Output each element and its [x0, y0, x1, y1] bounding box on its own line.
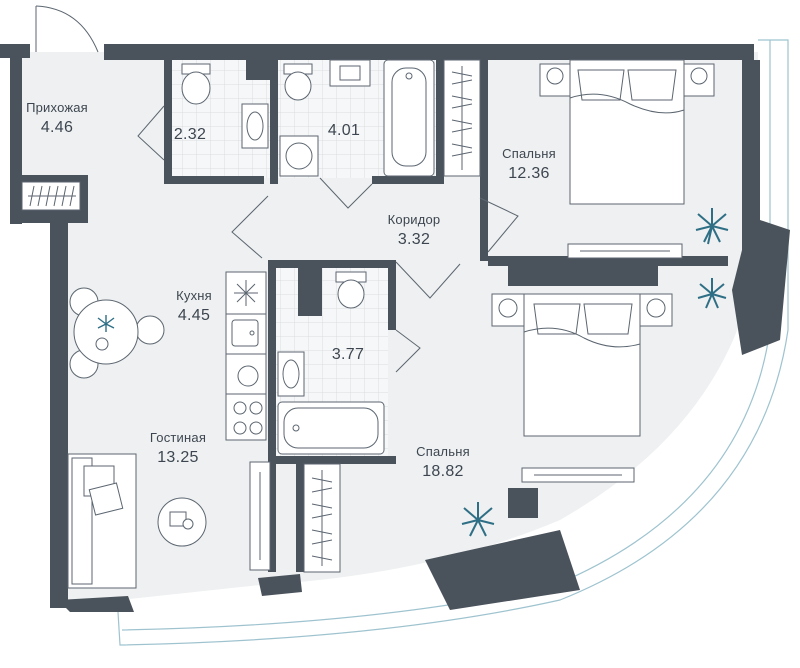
bathroom-2-label: 3.77: [326, 342, 370, 364]
living-wardrobe: [249, 461, 341, 573]
bathroom-1-label: 4.01: [324, 118, 364, 140]
hallway-area: 4.46: [40, 119, 74, 136]
wc-area: 2.32: [173, 126, 207, 143]
bedroom-2-bed: [491, 293, 673, 483]
bathroom-2-area: 3.77: [331, 346, 365, 363]
wc-label: 2.32: [170, 122, 210, 144]
entrance-door: [35, 5, 99, 53]
bedroom-2-label: Спальня 18.82: [406, 444, 480, 481]
plant-decor: [97, 208, 729, 537]
living-room-label: Гостиная 13.25: [140, 430, 216, 467]
corridor-name: Коридор: [387, 212, 441, 227]
living-room-area: 13.25: [157, 449, 199, 466]
corridor-doors: [231, 195, 519, 299]
corridor-label: Коридор 3.32: [376, 212, 452, 249]
corridor-area: 3.32: [397, 231, 431, 248]
bedroom-2-name: Спальня: [416, 444, 470, 459]
kitchen-area: 4.45: [177, 307, 211, 324]
bathroom-1-fixtures: [279, 59, 435, 209]
bedroom-2-area: 18.82: [422, 463, 464, 480]
living-room-name: Гостиная: [149, 430, 207, 445]
sofa: [67, 453, 207, 589]
bedroom-1-wardrobe: [443, 59, 481, 177]
hallway-label: Прихожая 4.46: [18, 100, 96, 137]
bedroom-1-area: 12.36: [508, 165, 550, 182]
kitchen-label: Кухня 4.45: [166, 288, 222, 325]
bathroom-1-area: 4.01: [327, 122, 361, 139]
hallway-wardrobe: [21, 181, 81, 211]
kitchen-name: Кухня: [176, 288, 212, 303]
walls: [0, 44, 790, 612]
wc-fixtures: [137, 63, 269, 161]
bathroom-2-fixtures: [277, 271, 421, 455]
bedroom-1-bed: [539, 59, 715, 259]
bedroom-1-label: Спальня 12.36: [492, 146, 566, 183]
hallway-name: Прихожая: [26, 100, 88, 115]
kitchen-fixtures: [225, 271, 267, 441]
bedroom-1-name: Спальня: [502, 146, 556, 161]
